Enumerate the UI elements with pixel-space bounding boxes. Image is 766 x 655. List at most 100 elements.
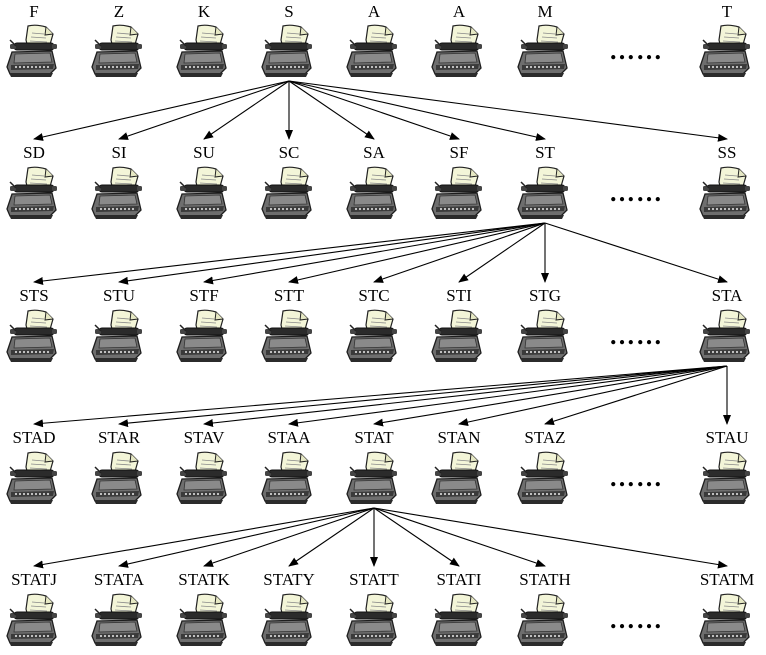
typewriter-icon xyxy=(699,24,751,78)
node-label: T xyxy=(721,2,733,21)
node-label: STF xyxy=(189,286,219,305)
tree-arrow xyxy=(288,80,375,140)
node-label: SS xyxy=(717,143,737,162)
node-label: STAR xyxy=(97,428,141,447)
node-label: STU xyxy=(102,286,136,305)
tree-arrow xyxy=(373,365,728,427)
tree-arrow xyxy=(373,222,546,283)
node-label: STC xyxy=(358,286,390,305)
node-label: STG xyxy=(528,286,562,305)
node-label: F xyxy=(29,2,39,21)
tree-arrow xyxy=(203,80,290,140)
typewriter-icon xyxy=(261,593,313,647)
node-label: STATY xyxy=(263,570,315,589)
ellipsis-more-nodes: …… xyxy=(609,321,663,350)
typewriter-icon xyxy=(176,166,228,220)
typewriter-icon xyxy=(346,451,398,505)
typewriter-icon xyxy=(431,451,483,505)
typewriter-icon xyxy=(699,593,751,647)
tree-arrow xyxy=(33,365,728,428)
typewriter-icon xyxy=(431,593,483,647)
node-label: M xyxy=(537,2,553,21)
typewriter-icon xyxy=(699,309,751,363)
typewriter-icon xyxy=(6,451,58,505)
typewriter-icon xyxy=(517,451,569,505)
tree-arrow xyxy=(118,222,546,285)
tree-arrow xyxy=(544,222,728,284)
tree-arrow xyxy=(33,507,375,569)
typewriter-icon xyxy=(517,309,569,363)
tree-arrow xyxy=(288,80,728,142)
tree-arrow xyxy=(373,507,728,569)
tree-arrow xyxy=(118,80,290,140)
tree-arrow xyxy=(33,222,546,285)
node-label: STAD xyxy=(12,428,56,447)
node-label: A xyxy=(452,2,466,21)
tree-arrow xyxy=(203,365,728,427)
typewriter-icon xyxy=(91,24,143,78)
tree-arrow xyxy=(33,80,290,141)
node-label: STATH xyxy=(519,570,571,589)
node-label: STAZ xyxy=(524,428,566,447)
node-label: K xyxy=(197,2,211,21)
node-label: STATJ xyxy=(11,570,57,589)
node-label: STATT xyxy=(349,570,399,589)
node-label: S xyxy=(284,2,294,21)
typewriter-icon xyxy=(6,309,58,363)
tree-arrow xyxy=(288,222,546,284)
node-label: SC xyxy=(278,143,300,162)
typewriter-icon xyxy=(261,309,313,363)
typewriter-icon xyxy=(6,24,58,78)
node-label: STAU xyxy=(705,428,749,447)
node-label: SA xyxy=(363,143,385,162)
ellipsis-more-nodes: …… xyxy=(609,605,663,634)
node-label: A xyxy=(367,2,381,21)
node-label: STATM xyxy=(699,570,755,589)
typewriter-icon xyxy=(261,451,313,505)
typewriter-icon xyxy=(431,166,483,220)
typewriter-icon xyxy=(6,593,58,647)
typewriter-icon xyxy=(176,309,228,363)
node-label: STAV xyxy=(183,428,225,447)
tree-arrow xyxy=(118,365,728,428)
typewriter-icon xyxy=(517,166,569,220)
typewriter-icon xyxy=(6,166,58,220)
typewriter-icon xyxy=(346,166,398,220)
node-label: STT xyxy=(273,286,305,305)
tree-arrow xyxy=(203,222,546,285)
tree-arrow xyxy=(458,222,546,283)
node-label: STA xyxy=(711,286,743,305)
node-label: ST xyxy=(535,143,555,162)
typewriter-icon xyxy=(346,593,398,647)
typewriter-icon xyxy=(176,451,228,505)
tree-arrow xyxy=(544,365,728,426)
tree-arrow xyxy=(288,365,728,427)
tree-arrow xyxy=(288,80,460,140)
typewriter-icon xyxy=(517,24,569,78)
tree-arrow xyxy=(288,507,375,567)
ellipsis-more-nodes: …… xyxy=(609,36,663,65)
tree-arrow xyxy=(118,507,375,568)
node-label: SU xyxy=(193,143,215,162)
typewriter-icon xyxy=(431,309,483,363)
tree-arrow xyxy=(373,507,460,567)
node-label: SF xyxy=(449,143,469,162)
typewriter-icon xyxy=(176,24,228,78)
typewriter-icon xyxy=(91,309,143,363)
typewriter-icon xyxy=(346,309,398,363)
ellipsis-more-nodes: …… xyxy=(609,178,663,207)
typewriter-icon xyxy=(699,166,751,220)
node-label: STAT xyxy=(354,428,394,447)
typewriter-icon xyxy=(346,24,398,78)
typewriter-icon xyxy=(261,24,313,78)
typewriter-icon xyxy=(91,451,143,505)
tree-arrow xyxy=(203,507,375,567)
node-label: SI xyxy=(111,143,127,162)
node-label: STI xyxy=(446,286,472,305)
ellipsis-more-nodes: …… xyxy=(609,463,663,492)
node-label: STATK xyxy=(178,570,230,589)
typewriter-icon xyxy=(261,166,313,220)
arrow-group xyxy=(33,80,731,569)
